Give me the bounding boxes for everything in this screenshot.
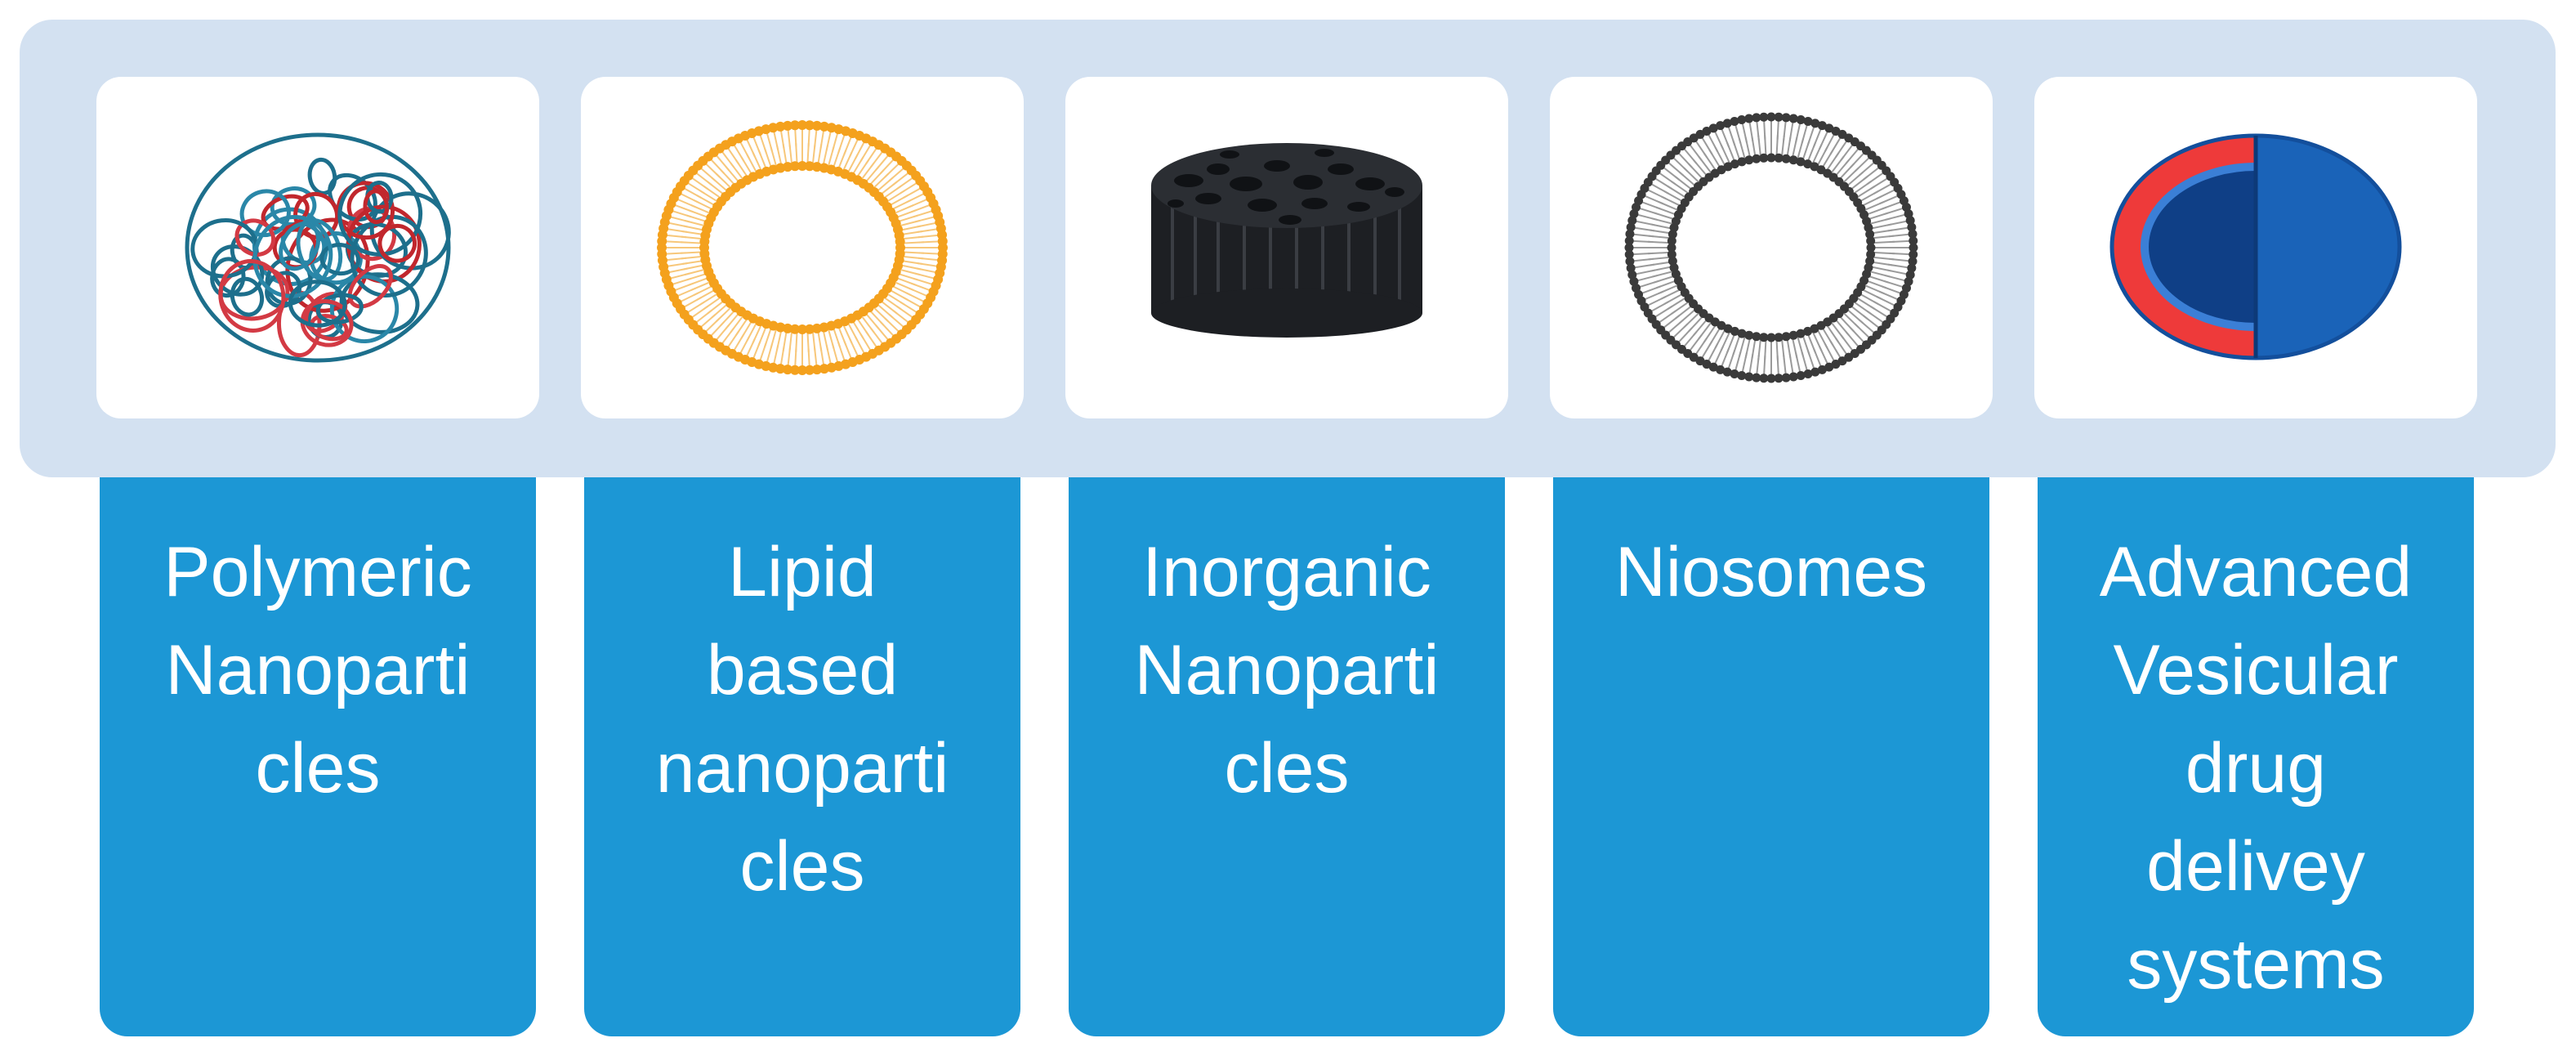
card-polymeric xyxy=(96,77,539,418)
label-line: Polymeric xyxy=(163,533,472,611)
label-line: Niosomes xyxy=(1614,533,1928,611)
label-line: cles xyxy=(1224,729,1350,808)
label-line: Advanced xyxy=(2099,533,2413,611)
label-line: drug xyxy=(2185,729,2327,808)
label-line: cles xyxy=(255,729,381,808)
label-line: Nanoparti xyxy=(165,631,471,709)
label-inorganic: Inorganic Nanoparti cles xyxy=(1069,477,1505,1036)
porous-disc-icon xyxy=(1151,143,1422,338)
card-vesicular xyxy=(2034,77,2477,418)
card-lipid xyxy=(581,77,1024,418)
label-vesicular: Advanced Vesicular drug delivey systems xyxy=(2038,477,2474,1036)
label-line: Vesicular xyxy=(2113,631,2399,709)
niosome-ring-icon xyxy=(1624,112,1918,383)
polymer-coil-icon xyxy=(185,132,451,363)
lipid-bilayer-ring-icon xyxy=(657,120,948,375)
label-line: systems xyxy=(2127,925,2385,1004)
label-lipid: Lipid based nanoparti cles xyxy=(584,477,1020,1036)
label-line: nanoparti xyxy=(655,729,949,808)
card-niosomes xyxy=(1550,77,1993,418)
label-polymeric: Polymeric Nanoparti cles xyxy=(100,477,536,1036)
label-line: based xyxy=(706,631,899,709)
label-line: Lipid xyxy=(728,533,877,611)
vesicle-cutaway-icon xyxy=(2109,133,2402,360)
label-line: Nanoparti xyxy=(1134,631,1440,709)
label-line: cles xyxy=(739,827,865,906)
label-line: Inorganic xyxy=(1142,533,1431,611)
label-line: delivey xyxy=(2146,827,2365,906)
label-niosomes: Niosomes xyxy=(1553,477,1989,1036)
card-inorganic xyxy=(1065,77,1508,418)
